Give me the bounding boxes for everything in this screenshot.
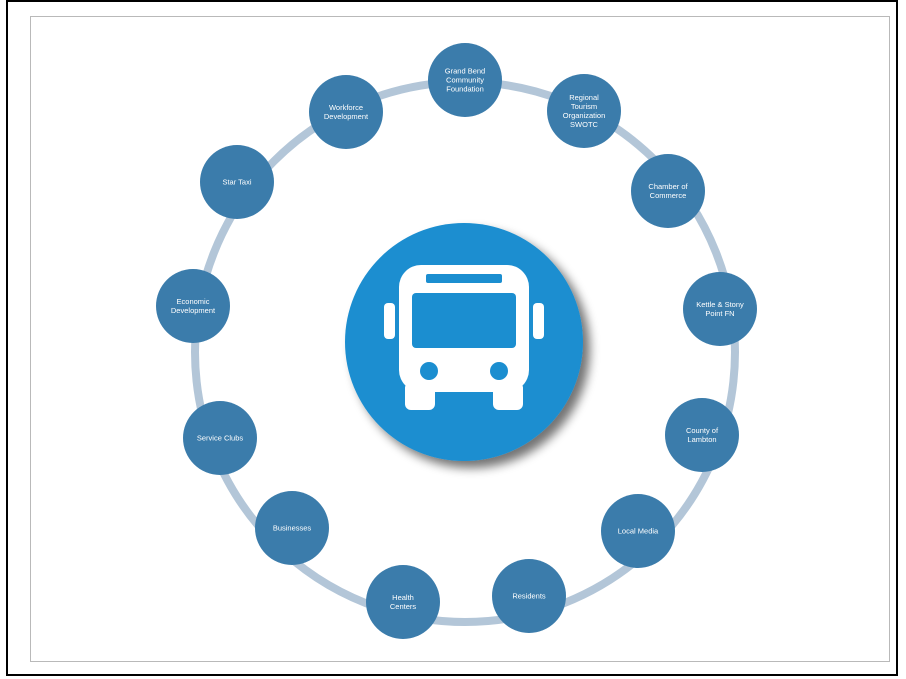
node-star-taxi: Star Taxi	[200, 145, 274, 219]
node-circle	[665, 398, 739, 472]
node-label: Residents	[512, 592, 546, 601]
node-circle	[631, 154, 705, 228]
node-label: Local Media	[618, 527, 659, 536]
node-businesses: Businesses	[255, 491, 329, 565]
node-circle	[366, 565, 440, 639]
node-circle	[200, 145, 274, 219]
node-service-clubs: Service Clubs	[183, 401, 257, 475]
node-label: Star Taxi	[222, 178, 251, 187]
bus-icon	[384, 265, 544, 410]
node-circle	[492, 559, 566, 633]
node-circle	[601, 494, 675, 568]
node-circle	[156, 269, 230, 343]
node-circle	[183, 401, 257, 475]
hub	[345, 223, 583, 461]
node-label: Service Clubs	[197, 434, 244, 443]
node-circle	[547, 74, 621, 148]
node-circle	[255, 491, 329, 565]
node-local-media: Local Media	[601, 494, 675, 568]
node-residents: Residents	[492, 559, 566, 633]
node-circle	[309, 75, 383, 149]
node-circle	[428, 43, 502, 117]
node-label: Businesses	[273, 524, 312, 533]
node-circle	[683, 272, 757, 346]
